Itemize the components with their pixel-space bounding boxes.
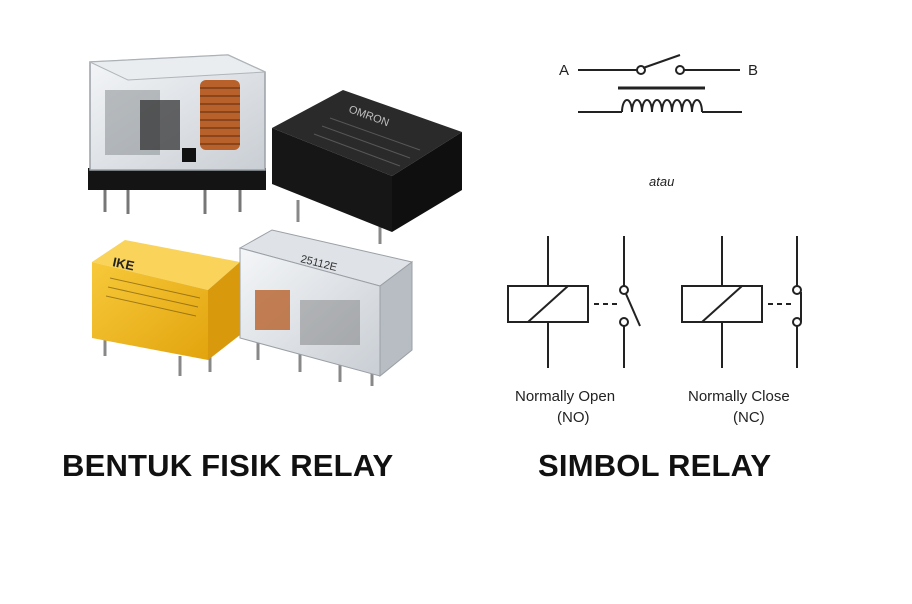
terminal-a-label: A bbox=[559, 62, 569, 79]
no-label-line2: (NO) bbox=[557, 409, 590, 426]
nc-contact-top bbox=[792, 285, 802, 295]
relay-symbol-caption: SIMBOL RELAY bbox=[538, 448, 772, 483]
normally-close-symbol bbox=[681, 236, 802, 368]
terminal-b-label: B bbox=[748, 62, 758, 79]
yellow-relay-photo: IKE bbox=[92, 240, 240, 376]
no-switch-arm bbox=[625, 293, 641, 327]
no-label-line1: Normally Open bbox=[515, 388, 615, 405]
switch-arm bbox=[642, 54, 681, 69]
clear-rectangular-relay-photo: 25112E bbox=[238, 229, 414, 386]
contact-b bbox=[675, 65, 685, 75]
nc-label-line1: Normally Close bbox=[688, 388, 790, 405]
nc-coil-diagonal bbox=[701, 285, 743, 323]
clear-coil-relay-photo bbox=[88, 54, 266, 214]
no-contact-bottom bbox=[619, 317, 629, 327]
nc-contact-bottom bbox=[792, 317, 802, 327]
separator-label: atau bbox=[649, 174, 674, 189]
no-contact-top bbox=[619, 285, 629, 295]
physical-relay-caption: BENTUK FISIK RELAY bbox=[62, 448, 394, 483]
yellow-relay-marking: IKE bbox=[111, 254, 136, 273]
nc-label-line2: (NC) bbox=[733, 409, 765, 426]
no-coil-diagonal bbox=[527, 285, 569, 323]
coil-winding bbox=[621, 99, 703, 113]
black-omron-relay-photo: OMRON bbox=[272, 90, 462, 244]
switch-coil-symbol bbox=[578, 54, 742, 113]
normally-open-symbol bbox=[507, 236, 641, 368]
